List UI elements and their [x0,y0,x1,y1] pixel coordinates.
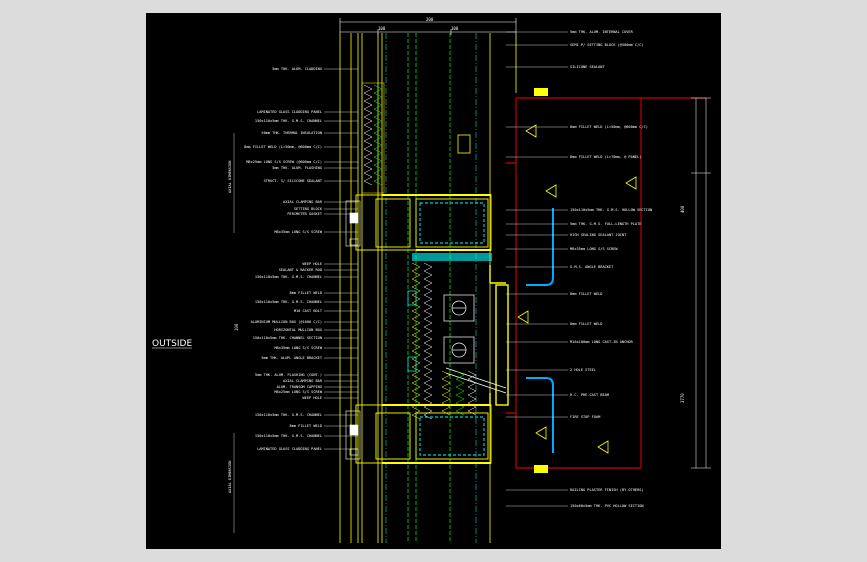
right-note: 8mm FILLET WELD (L=70mm, @ PANEL) [570,155,641,159]
left-note: SETTING BLOCK [294,207,323,211]
left-note: SEALANT & BACKER ROD [279,268,322,272]
left-note: AXIAL CLAMPING BAR [283,379,323,383]
left-note: WEEP HOLE [303,396,322,400]
dim-3770: 3770 [680,393,685,403]
left-note: ALUMINIUM MULLION BOX (@1000 C/C) [251,320,322,324]
right-note: HIGH SEALING SEALANT JOINT [570,233,627,237]
glass-lines [407,33,451,543]
right-note: M8x35mm LONG S/S SCREW [570,247,618,251]
left-note: M8x35mm LONG S/S SCREW [274,346,322,350]
left-note: 150x110x5mm THK. CHANNEL SECTION [253,336,322,340]
center-lines [385,33,477,543]
upper-insulation [361,82,385,194]
left-note: M10 CAST BOLT [294,309,323,313]
right-note: 5mm THK. ALUM. INTERNAL COVER [570,30,634,34]
left-note: HORIZONTAL MULLION BOX [274,328,322,332]
left-note: 150x110x5mm THK. G.M.S. CHANNEL [255,300,322,304]
right-note: 150x60x5mm THK. PVC HOLLOW SECTION [570,504,644,508]
left-note: 8mm FILLET WELD [290,424,322,428]
left-note: 8mm FILLET WELD [290,291,322,295]
left-note: ALUM. TRANSOM CAPPING [277,385,322,389]
left-leader-lines [324,68,358,450]
left-note: M8x35mm LONG S/S SCREW [274,230,322,234]
angle-bracket [489,265,509,406]
section-markers [517,124,637,454]
left-note: 150x110x5mm THK. G.M.S. CHANNEL [255,119,322,123]
right-note: 8mm FILLET WELD [570,322,602,326]
left-note: 150x110x5mm THK. G.M.S. CHANNEL [255,434,322,438]
left-note: 5mm THK. ALUM. FLASHING [272,166,322,170]
bottom-setting-block [534,465,548,473]
right-leader-lines [506,31,568,507]
top-setting-block [534,88,548,96]
left-note: 8mm FILLET WELD (L=50mm, @600mm C/C) [244,145,322,149]
dim-200: 200 [426,17,434,22]
right-note: G.M.S. ANGLE BRACKET [570,265,614,269]
left-note: 5mm THK. ALUM. ANGLE BRACKET [261,356,322,360]
upper-transom-box [355,194,492,251]
right-note: SILICONE SEALANT [570,65,605,69]
right-note: M16x100mm LONG CAST-IN ANCHOR [570,340,634,344]
right-note: FIRE STOP FOAM [570,415,601,419]
left-note: AXIAL CLAMPING BAR [283,200,323,204]
center-marker [457,134,471,154]
left-note: WEEP HOLE [303,262,322,266]
left-annotations: 5mm THK. ALUM. CLADDING LAMINATED GLASS C… [244,67,323,451]
right-note: 8mm FILLET WELD (L=50mm, @600mm C/C) [570,125,648,129]
right-note: 5mm THK. G.M.S. FULL-LENGTH PLATE [570,222,641,226]
left-note: M8x25mm LONG S/S SCREW (@600mm C/C) [246,160,322,164]
left-note: 5mm THK. ALUM. FLASHING (CONT.) [255,373,322,377]
central-insulation [411,253,492,420]
axial-label-top: AXIAL DIMENSION [228,161,232,193]
left-note: STRUCT. S/ SILICONE SEALANT [264,179,323,183]
right-note: R.C. PRE-CAST BEAM [570,393,610,397]
dim-100-a: 100 [378,26,386,31]
right-note: RAILING PLASTER FINISH (BY OTHERS) [570,488,644,492]
left-note: 150x110x5mm THK. G.M.S. CHANNEL [255,413,322,417]
drawing-canvas: 200 100 100 [146,13,721,549]
dim-400: 400 [680,205,685,213]
left-note: 50mm THK. THERMAL INSULATION [261,131,322,135]
concrete-slab [506,97,706,469]
upper-clamp [345,200,361,247]
right-note: 150x110x5mm THK. G.M.S. HOLLOW SECTION [570,208,652,212]
right-note: SEMI P/ SETTING BLOCK (@500mm C/C) [570,43,644,47]
rebar [526,208,554,453]
left-note: PERIMETER GASKET [287,212,322,216]
left-note: M8x25mm LONG S/S SCREW [274,390,322,394]
cad-section-drawing: 200 100 100 [152,17,711,543]
top-dimension [339,18,517,35]
mullion-lines [339,33,517,543]
left-note: LAMINATED GLASS CLADDING PANEL [257,110,322,114]
dim-100-b: 100 [451,26,459,31]
row-dim: 100 [234,323,239,331]
axial-label-bottom: AXIAL DIMENSION [228,461,232,493]
right-annotations: 5mm THK. ALUM. INTERNAL COVER SEMI P/ SET… [570,30,652,508]
slab-dim-lines [691,97,711,469]
anchor-bolts [407,290,475,372]
left-note: LAMINATED GLASS CLADDING PANEL [257,447,322,451]
outside-label: OUTSIDE [152,339,192,349]
lower-insulation [441,370,477,416]
lower-transom-box [355,404,492,464]
right-note: 2 HOLE STEEL [570,368,596,372]
left-note: 5mm THK. ALUM. CLADDING [272,67,322,71]
left-note: 150x110x5mm THK. G.M.S. CHANNEL [255,275,322,279]
right-note: 8mm FILLET WELD [570,292,602,296]
